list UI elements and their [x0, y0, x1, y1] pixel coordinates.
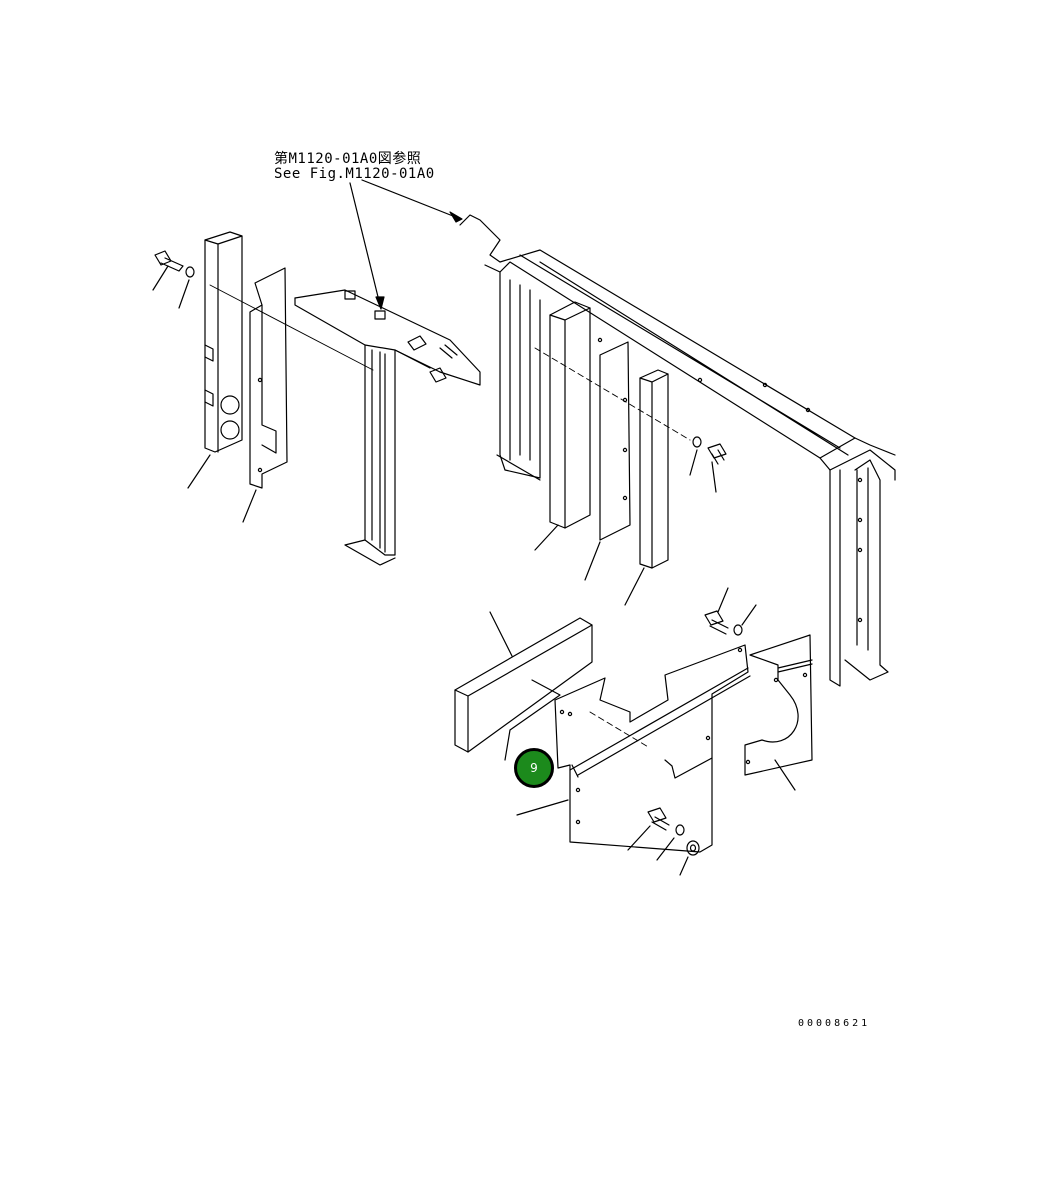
bolt-right-lower [704, 587, 757, 636]
main-frame-rail [459, 214, 896, 687]
reference-english: See Fig.M1120-01A0 [274, 166, 435, 182]
part-callout-marker[interactable]: 9 [514, 748, 554, 788]
vertical-block-1 [534, 301, 591, 551]
washer-upper-left [178, 266, 195, 309]
right-cutout-plate [744, 634, 813, 791]
vertical-plate-2 [584, 341, 631, 581]
callout-number: 9 [530, 761, 538, 775]
bolt-upper-left [152, 250, 184, 291]
lower-cover-plate [504, 644, 751, 853]
bolt-bottom [627, 807, 700, 876]
left-plate [242, 267, 288, 523]
reference-arrows [349, 179, 463, 310]
center-support-frame [294, 289, 481, 566]
reference-japanese: 第M1120-01A0図参照 [274, 151, 422, 167]
lower-long-block [454, 611, 593, 753]
drawing-number: 00008621 [798, 1018, 871, 1029]
left-block [187, 231, 243, 489]
vertical-block-3 [624, 369, 669, 606]
bolt-right-upper [689, 436, 727, 493]
